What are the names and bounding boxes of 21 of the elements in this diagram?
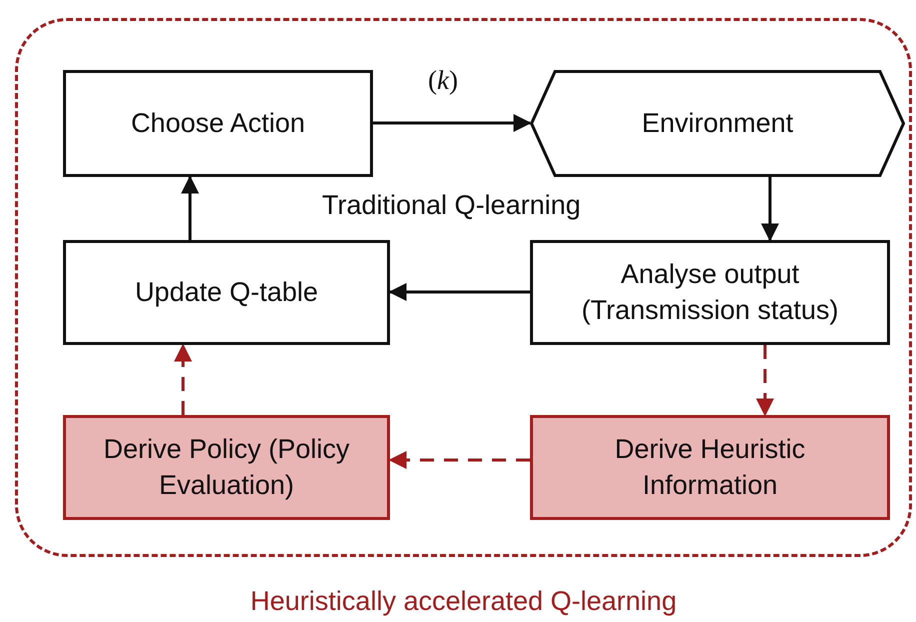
arrow bbox=[388, 451, 530, 469]
arrow bbox=[756, 345, 774, 416]
node-text: Derive Policy (Policy Evaluation) bbox=[102, 433, 351, 502]
arrow bbox=[388, 283, 530, 301]
process-box bbox=[63, 240, 390, 345]
node-text: Choose Action bbox=[130, 106, 306, 140]
arrow bbox=[761, 177, 779, 242]
process-box bbox=[63, 70, 373, 177]
highlighted-process-box bbox=[63, 415, 390, 520]
section-label: Traditional Q-learning bbox=[322, 190, 581, 221]
highlighted-process-box bbox=[530, 415, 890, 520]
group-caption: Heuristically accelerated Q-learning bbox=[249, 586, 678, 617]
node-text: Analyse output (Transmission status) bbox=[580, 258, 840, 327]
node-text: Derive Heuristic Information bbox=[614, 433, 806, 502]
arrow bbox=[181, 176, 199, 240]
arrow bbox=[373, 114, 532, 132]
process-box bbox=[530, 240, 890, 345]
node-text: Update Q-table bbox=[134, 276, 318, 309]
hexagon-node bbox=[530, 70, 905, 177]
arrow bbox=[174, 344, 192, 415]
node-text: Environment bbox=[642, 106, 794, 140]
